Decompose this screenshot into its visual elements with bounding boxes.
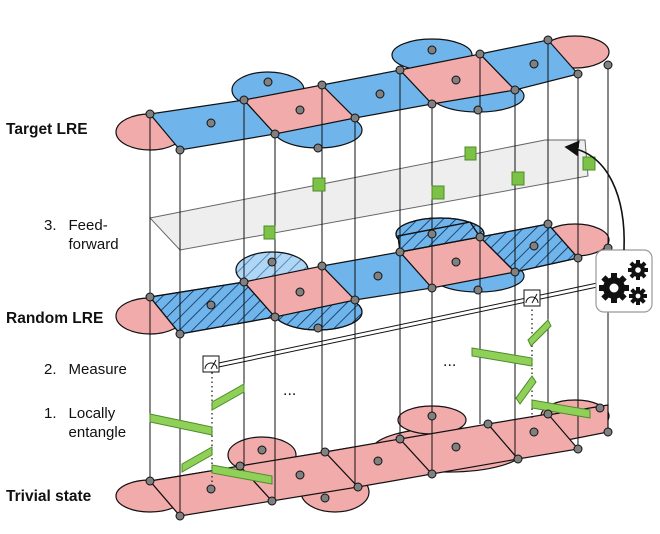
gate <box>263 225 276 240</box>
ellipsis-text: ... <box>283 382 296 399</box>
feedforward-gates <box>263 146 596 240</box>
gate <box>582 156 596 171</box>
measurement-meter-icon <box>523 289 541 307</box>
gate <box>515 375 537 405</box>
ellipsis-text: ... <box>443 353 456 370</box>
trivial-state-label: Trivial state <box>6 488 92 505</box>
random-lre-label: Random LRE <box>6 310 104 327</box>
gate <box>527 319 552 347</box>
gate <box>312 177 326 192</box>
target-lre-layer <box>115 35 610 151</box>
step-text-line: forward <box>68 236 119 253</box>
step-text-line: Measure <box>68 361 127 378</box>
entangling-gates <box>149 319 591 485</box>
step-text-line: Feed- <box>68 217 108 234</box>
feedforward-arrow <box>564 140 625 251</box>
gate <box>181 446 213 473</box>
trivial-state-layer <box>115 399 610 517</box>
step-number: 1. <box>44 405 57 422</box>
gate <box>511 171 525 186</box>
target-lre-label: Target LRE <box>6 121 88 138</box>
step-measure: 2. Measure <box>44 360 127 379</box>
step-number: 3. <box>44 217 57 234</box>
step-text-line: entangle <box>68 424 127 441</box>
gate <box>531 399 591 419</box>
step-text-line: Locally <box>68 405 116 422</box>
step-feedforward: 3. Feed- forward <box>44 216 119 254</box>
gate <box>471 347 533 367</box>
gate <box>431 185 445 200</box>
gear-icon <box>595 249 653 313</box>
vertices <box>145 35 613 521</box>
step-locally-entangle: 1. Locally entangle <box>44 404 126 442</box>
gate <box>149 413 213 436</box>
gate <box>211 464 273 485</box>
gate <box>211 383 245 411</box>
gate <box>464 146 477 161</box>
step-number: 2. <box>44 361 57 378</box>
measurement-meter-icon <box>202 355 220 373</box>
